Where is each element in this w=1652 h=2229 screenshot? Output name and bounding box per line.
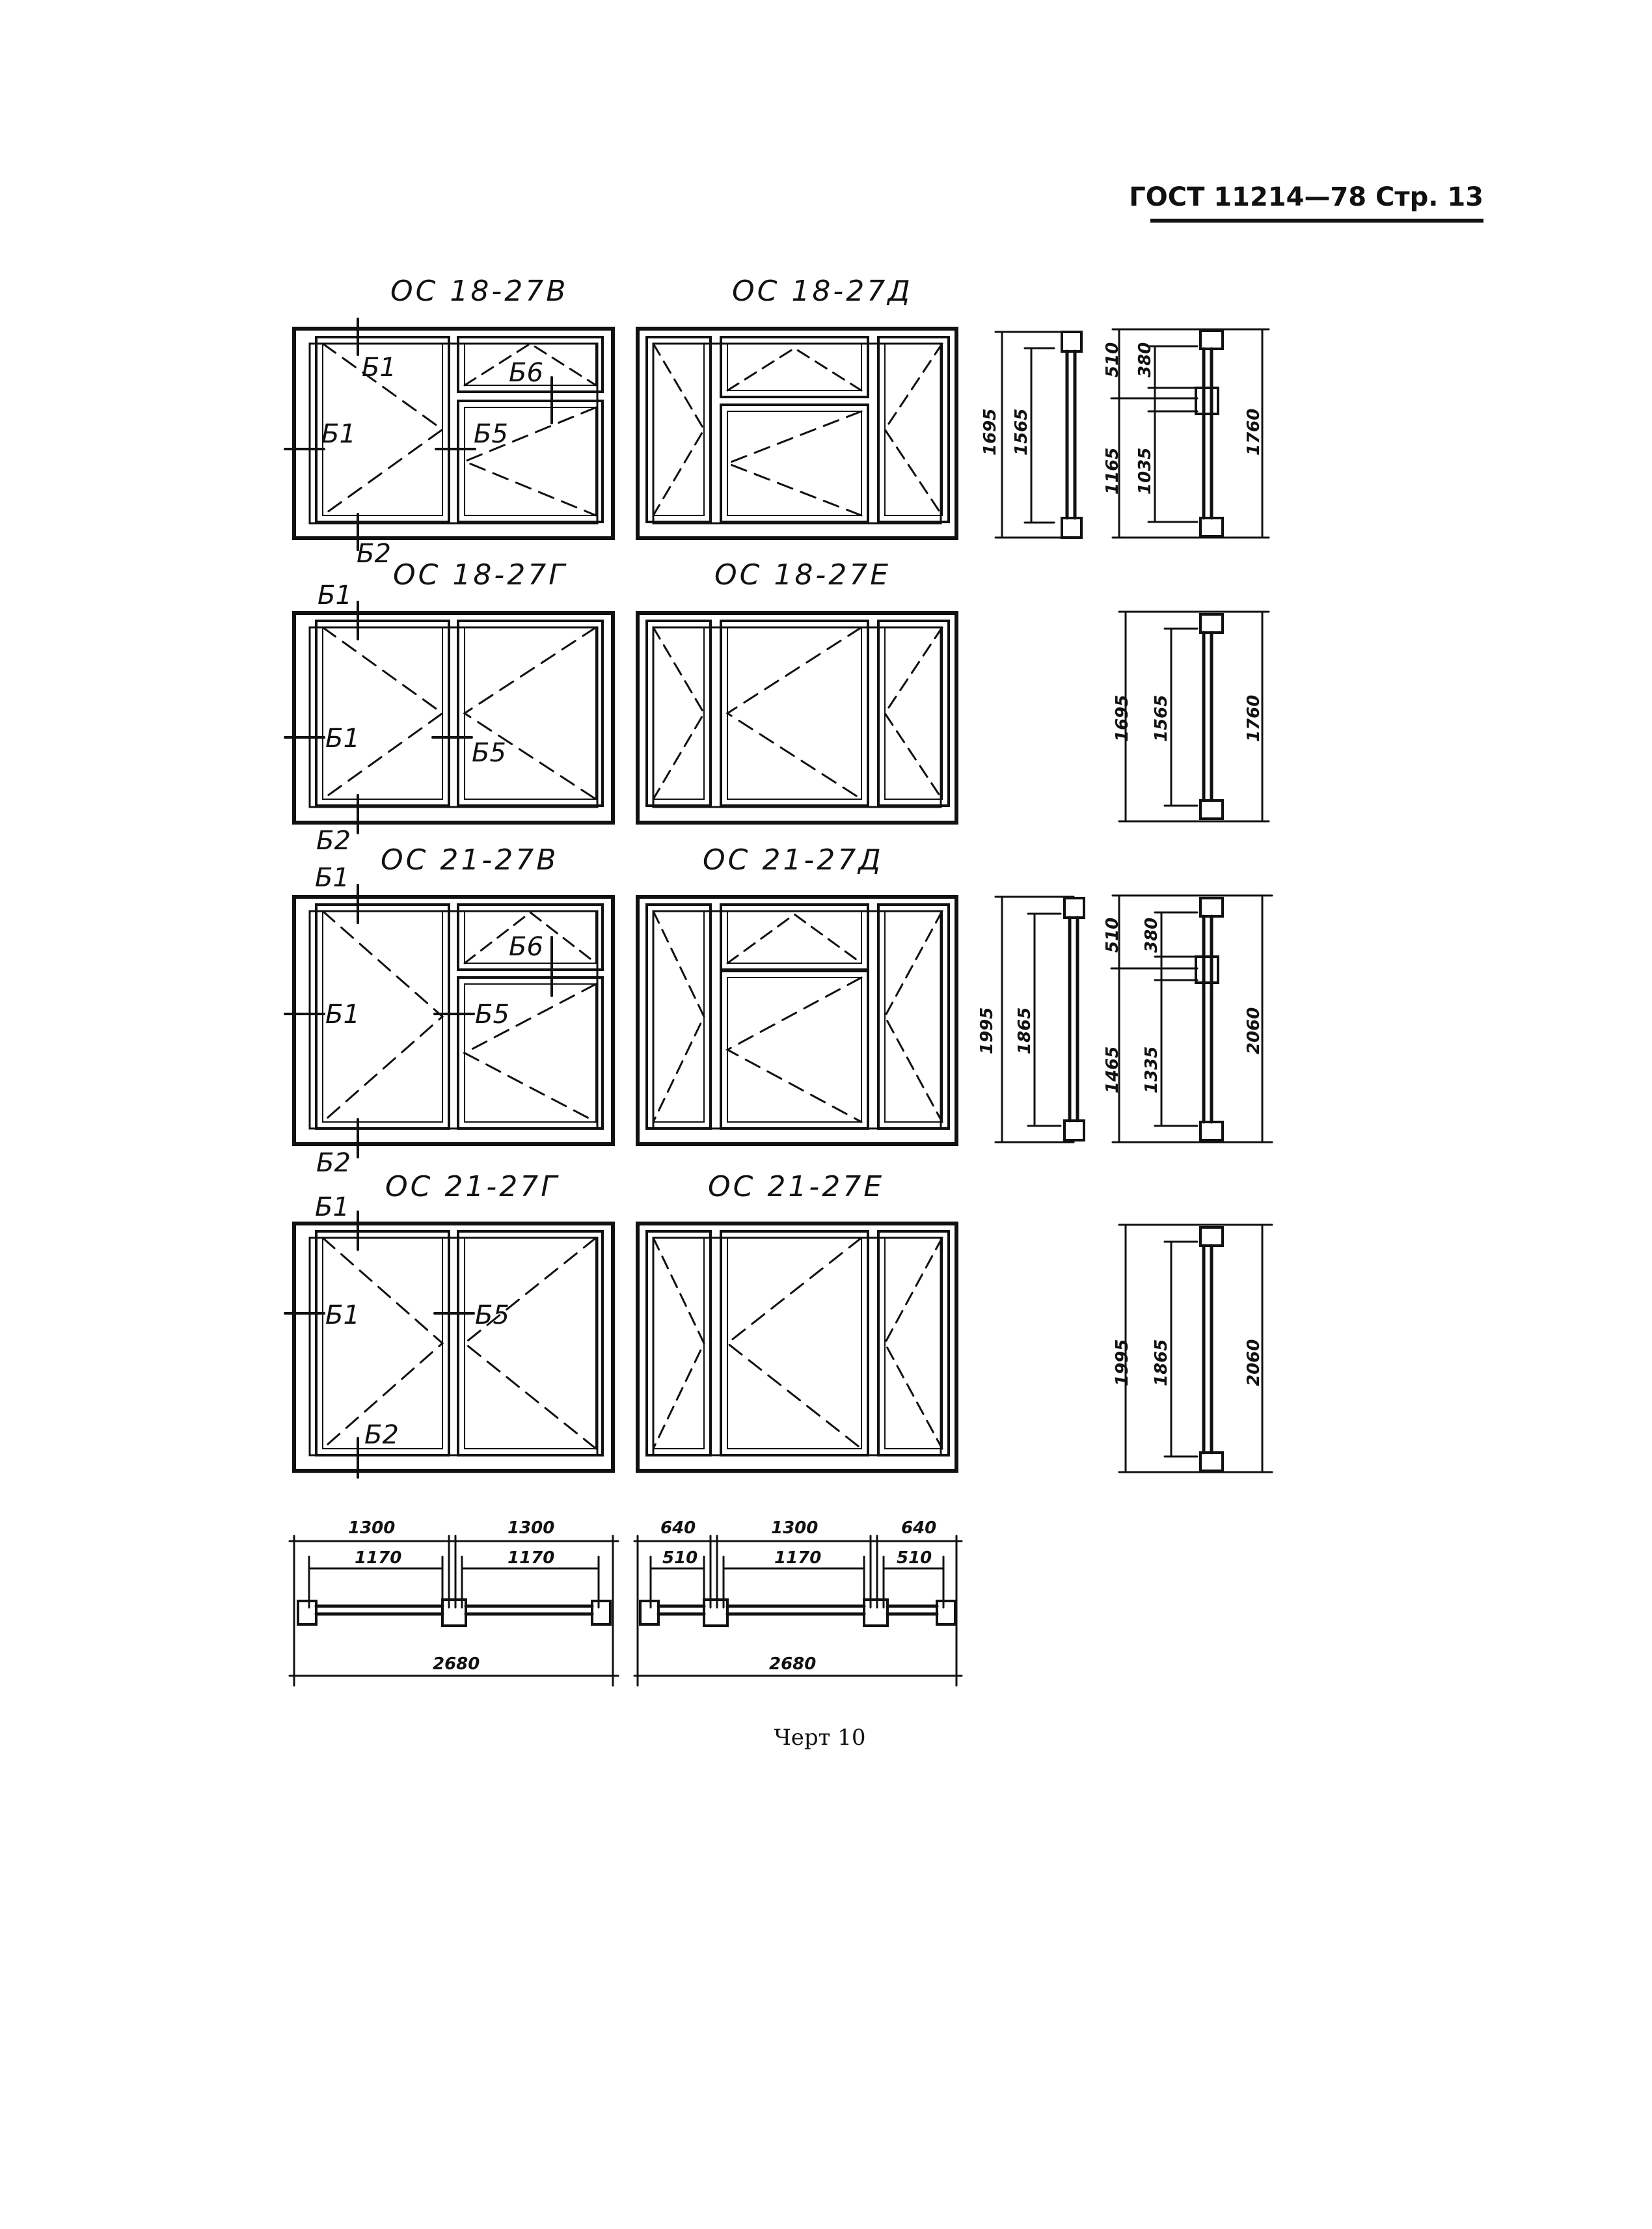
dim-1760: 1760 [1244,409,1264,456]
dim-1865: 1865 [1015,1007,1035,1054]
window-label: ОС 21-27Г [385,1170,560,1203]
dim-510: 510 [1103,918,1122,953]
section-mark-b2: Б2 [364,1420,399,1450]
window-os21-27v: ОС 21-27В Б1 Б1 Б5 Б6 Б2 [284,843,615,1178]
section-mark-b2: Б2 [316,1148,351,1178]
dim-380: 380 [1135,342,1155,377]
section-mark-b1: Б1 [315,863,349,893]
section-row3: 1995 1865 510 380 1465 1335 2060 [977,894,1273,1143]
window-os18-27d: ОС 18-27Д [636,275,958,540]
window-label: ОС 21-27Д [703,843,884,877]
section-mark-b6: Б6 [509,358,543,388]
section-mark-b5: Б5 [474,419,508,449]
dim-510: 510 [1103,342,1122,377]
window-label: ОС 18-27В [390,275,568,308]
dim-1865: 1865 [1152,1339,1171,1386]
dim-1300: 1300 [508,1518,554,1538]
dim-2060: 2060 [1244,1007,1264,1054]
window-os18-27g: ОС 18-27Г Б1 Б1 Б5 Б2 [284,558,615,856]
section-mark-b5: Б5 [475,1000,509,1030]
dim-2060: 2060 [1244,1339,1264,1386]
plan-section-right: 640 1300 640 510 1170 510 2680 [633,1518,963,1687]
section-mark-b1: Б1 [362,353,396,383]
dim-1165: 1165 [1103,448,1122,495]
window-os21-27d: ОС 21-27Д [636,843,958,1146]
section-mark-b1: Б1 [325,1300,360,1330]
section-mark-b5: Б5 [472,738,506,768]
window-label: ОС 18-27Е [714,558,891,592]
window-os18-27v: ОС 18-27В Б1 Б1 Б5 Б6 Б2 [284,275,615,569]
dim-1695: 1695 [1113,695,1132,742]
section-row2: 1695 1565 1760 [1113,610,1270,823]
dim-2680: 2680 [433,1654,480,1674]
dim-1035: 1035 [1135,448,1155,495]
dim-1995: 1995 [977,1007,997,1054]
dim-1170: 1170 [355,1548,401,1568]
dim-1170: 1170 [508,1548,554,1568]
plan-section-left: 1300 1300 1170 1170 2680 [288,1518,619,1687]
section-mark-b1: Б1 [325,1000,360,1030]
section-row4: 1995 1865 2060 [1113,1224,1273,1473]
dim-1300: 1300 [771,1518,818,1538]
dim-1565: 1565 [1012,409,1031,456]
dim-640: 640 [901,1518,936,1538]
dim-1335: 1335 [1142,1046,1161,1093]
section-mark-b2: Б2 [357,539,391,569]
section-mark-b1: Б1 [318,581,352,610]
window-os18-27e: ОС 18-27Е [636,558,958,825]
dim-1565: 1565 [1152,695,1171,742]
window-label: ОС 21-27Е [708,1170,884,1203]
dim-510: 510 [897,1548,932,1568]
dim-2680: 2680 [769,1654,816,1674]
dim-1760: 1760 [1244,695,1264,742]
window-os21-27e: ОС 21-27Е [636,1170,958,1473]
dim-1695: 1695 [981,409,1000,456]
dim-1465: 1465 [1103,1046,1122,1093]
section-row1: 1695 1565 510 380 1165 1035 1760 [981,328,1270,539]
window-label: ОС 18-27Г [393,558,567,592]
dim-1300: 1300 [348,1518,395,1538]
section-mark-b5: Б5 [475,1300,509,1330]
section-mark-b1: Б1 [321,419,356,449]
dim-640: 640 [660,1518,696,1538]
section-mark-b1: Б1 [315,1192,349,1222]
dim-380: 380 [1142,918,1161,953]
window-os21-27g: ОС 21-27Г Б1 Б1 Б5 Б2 [284,1170,615,1479]
dim-1995: 1995 [1113,1339,1132,1386]
window-label: ОС 18-27Д [732,275,913,308]
window-label: ОС 21-27В [381,843,558,877]
section-mark-b6: Б6 [509,932,543,962]
dim-510: 510 [662,1548,697,1568]
page-header: ГОСТ 11214—78 Стр. 13 [1129,182,1483,212]
dim-1170: 1170 [774,1548,821,1568]
header-underline [1150,219,1483,223]
section-mark-b2: Б2 [316,826,351,856]
figure-caption: Черт 10 [774,1725,866,1751]
section-mark-b1: Б1 [325,724,360,754]
